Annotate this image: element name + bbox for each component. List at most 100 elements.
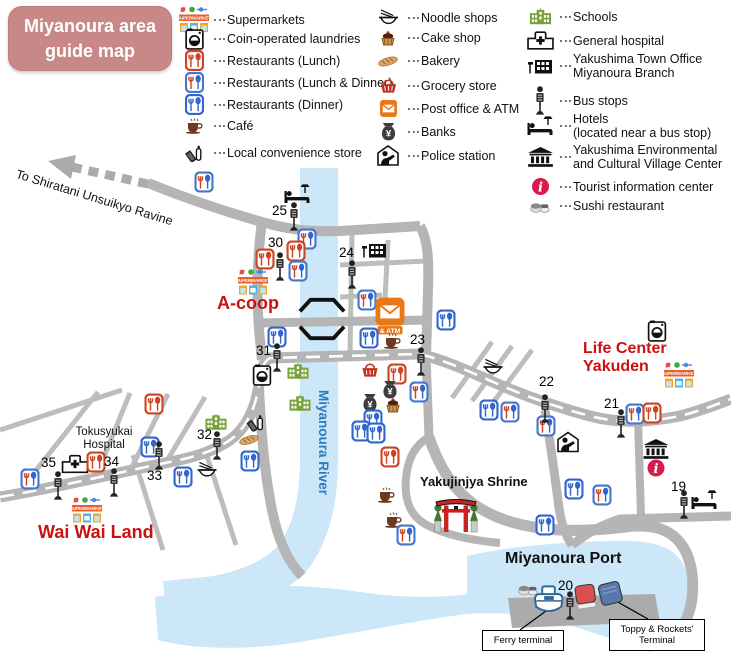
bus-stop-number: 35 [41,455,57,470]
bus-stop-icon [615,409,627,439]
cafe-icon [384,512,402,528]
restaurant-dinner-icon [173,466,193,488]
map-label: Miyanoura Port [505,550,622,567]
map-label: Life Center Yakuden [583,340,667,375]
tourist-info-icon: i [647,459,665,477]
terminal-buildings-icon [572,578,624,614]
shiratani-arrow-line [71,162,149,189]
restaurant-dinner-icon [535,514,555,536]
legend-leader [214,125,225,127]
ferry-icon [533,584,566,613]
legend-item-cake: Cake shop [370,30,481,46]
restaurant-dinner-icon [564,478,584,500]
restaurant-lunch-dinner-icon [592,484,612,506]
police-icon [370,145,406,166]
town-office-icon [522,58,558,74]
legend-leader [214,59,225,62]
map-label: Miyanoura River [316,390,331,496]
laundry-icon [176,28,212,50]
bus-stop-icon [274,252,286,282]
restaurant-lunch-dinner-icon [536,415,556,437]
restaurant-dinner-icon [366,422,386,444]
torii-icon [433,495,479,533]
callout-box: Ferry terminal [482,630,564,651]
bus-stop-icon [288,202,300,232]
legend-item-post-office: Post office & ATM [370,100,519,117]
restaurant-lunch-dinner-icon [357,289,377,311]
legend-label: Bakery [421,54,460,68]
shiratani-arrow-head [48,155,76,179]
bakery-icon [370,55,406,68]
legend-leader [214,18,225,21]
legend-item-convenience-store: Local convenience store [176,143,362,162]
legend-leader [408,154,419,157]
legend-item-school: Schools [522,8,617,25]
legend-item-police: Police station [370,145,495,166]
legend-item-bank: ¥Banks [370,122,456,142]
bus-stop-icon [564,591,576,621]
svg-text:SUPERMARKET: SUPERMARKET [177,16,211,21]
town-office-icon [361,242,387,258]
legend-label: Local convenience store [227,145,362,160]
legend-label: Schools [573,9,618,24]
sushi-icon [522,200,558,213]
restaurant-lunch-icon [380,446,400,468]
school-icon [522,8,558,25]
legend-item-supermarket: SUPERMARKET Supermarkets [176,6,305,33]
legend-label: Police station [421,148,496,163]
restaurant-lunch-icon [86,451,106,473]
restaurant-dinner-icon [436,309,456,331]
restaurant-lunch-dinner-icon [194,171,214,193]
legend-item-hospital: General hospital [522,31,664,50]
legend-leader [560,65,571,67]
noodle-icon [482,358,505,377]
bus-stop-icon [346,260,358,290]
legend-item-restaurant-lunch: Restaurants (Lunch) [176,50,340,71]
bus-stop-number: 20 [558,578,574,593]
laundry-icon [647,320,667,342]
legend-label: Cake shop [421,31,481,45]
cake-icon [384,397,402,413]
grocery-icon [361,362,380,378]
grocery-icon [370,78,406,94]
legend-leader [214,151,225,154]
restaurant-lunch-dinner-icon [500,401,520,423]
svg-text:i: i [537,180,542,195]
bus-stop-icon [211,431,223,461]
map-label: Wai Wai Land [38,522,154,542]
restaurant-lunch-dinner-icon [409,381,429,403]
bus-stop-icon [271,343,283,373]
legend-leader [408,107,419,110]
legend-item-cafe: Café [176,118,253,134]
bank-icon: ¥ [362,393,379,413]
map-title: Miyanoura area guide map [8,6,172,71]
bus-stop-number: 32 [197,427,213,442]
museum-icon [522,147,558,167]
police-icon [556,431,580,453]
map-label: A-coop [217,293,279,313]
legend-label: Café [227,119,254,133]
bus-stop-number: 19 [671,479,687,494]
legend-item-hotel: Hotels (located near a bus stop) [522,112,711,140]
restaurant-lunch-dinner-icon [20,468,40,490]
legend-label: General hospital [573,33,665,48]
legend-leader [214,81,225,84]
legend-label: Yakushima Town Office Miyanoura Branch [573,52,703,80]
legend-leader [214,38,225,40]
legend-item-restaurant-lunch-dinner: Restaurants (Lunch & Dinner) [176,72,392,93]
restaurant-dinner-icon [267,326,287,348]
school-icon [289,394,312,412]
bus-stop-icon [678,490,690,520]
legend-leader [560,39,571,42]
legend-label: Restaurants (Lunch) [227,53,341,68]
legend-leader [408,131,419,133]
bus-stop-icon [522,86,558,116]
cafe-icon [383,333,401,349]
legend-item-town-office: Yakushima Town Office Miyanoura Branch [522,52,702,80]
legend-label: Sushi restaurant [573,199,665,213]
legend-item-bakery: Bakery [370,54,460,68]
legend-leader [560,125,571,127]
restaurant-lunch-icon [642,402,662,424]
bus-stop-icon [539,394,551,424]
callout-box: Toppy & Rockets' Terminal [609,619,705,651]
